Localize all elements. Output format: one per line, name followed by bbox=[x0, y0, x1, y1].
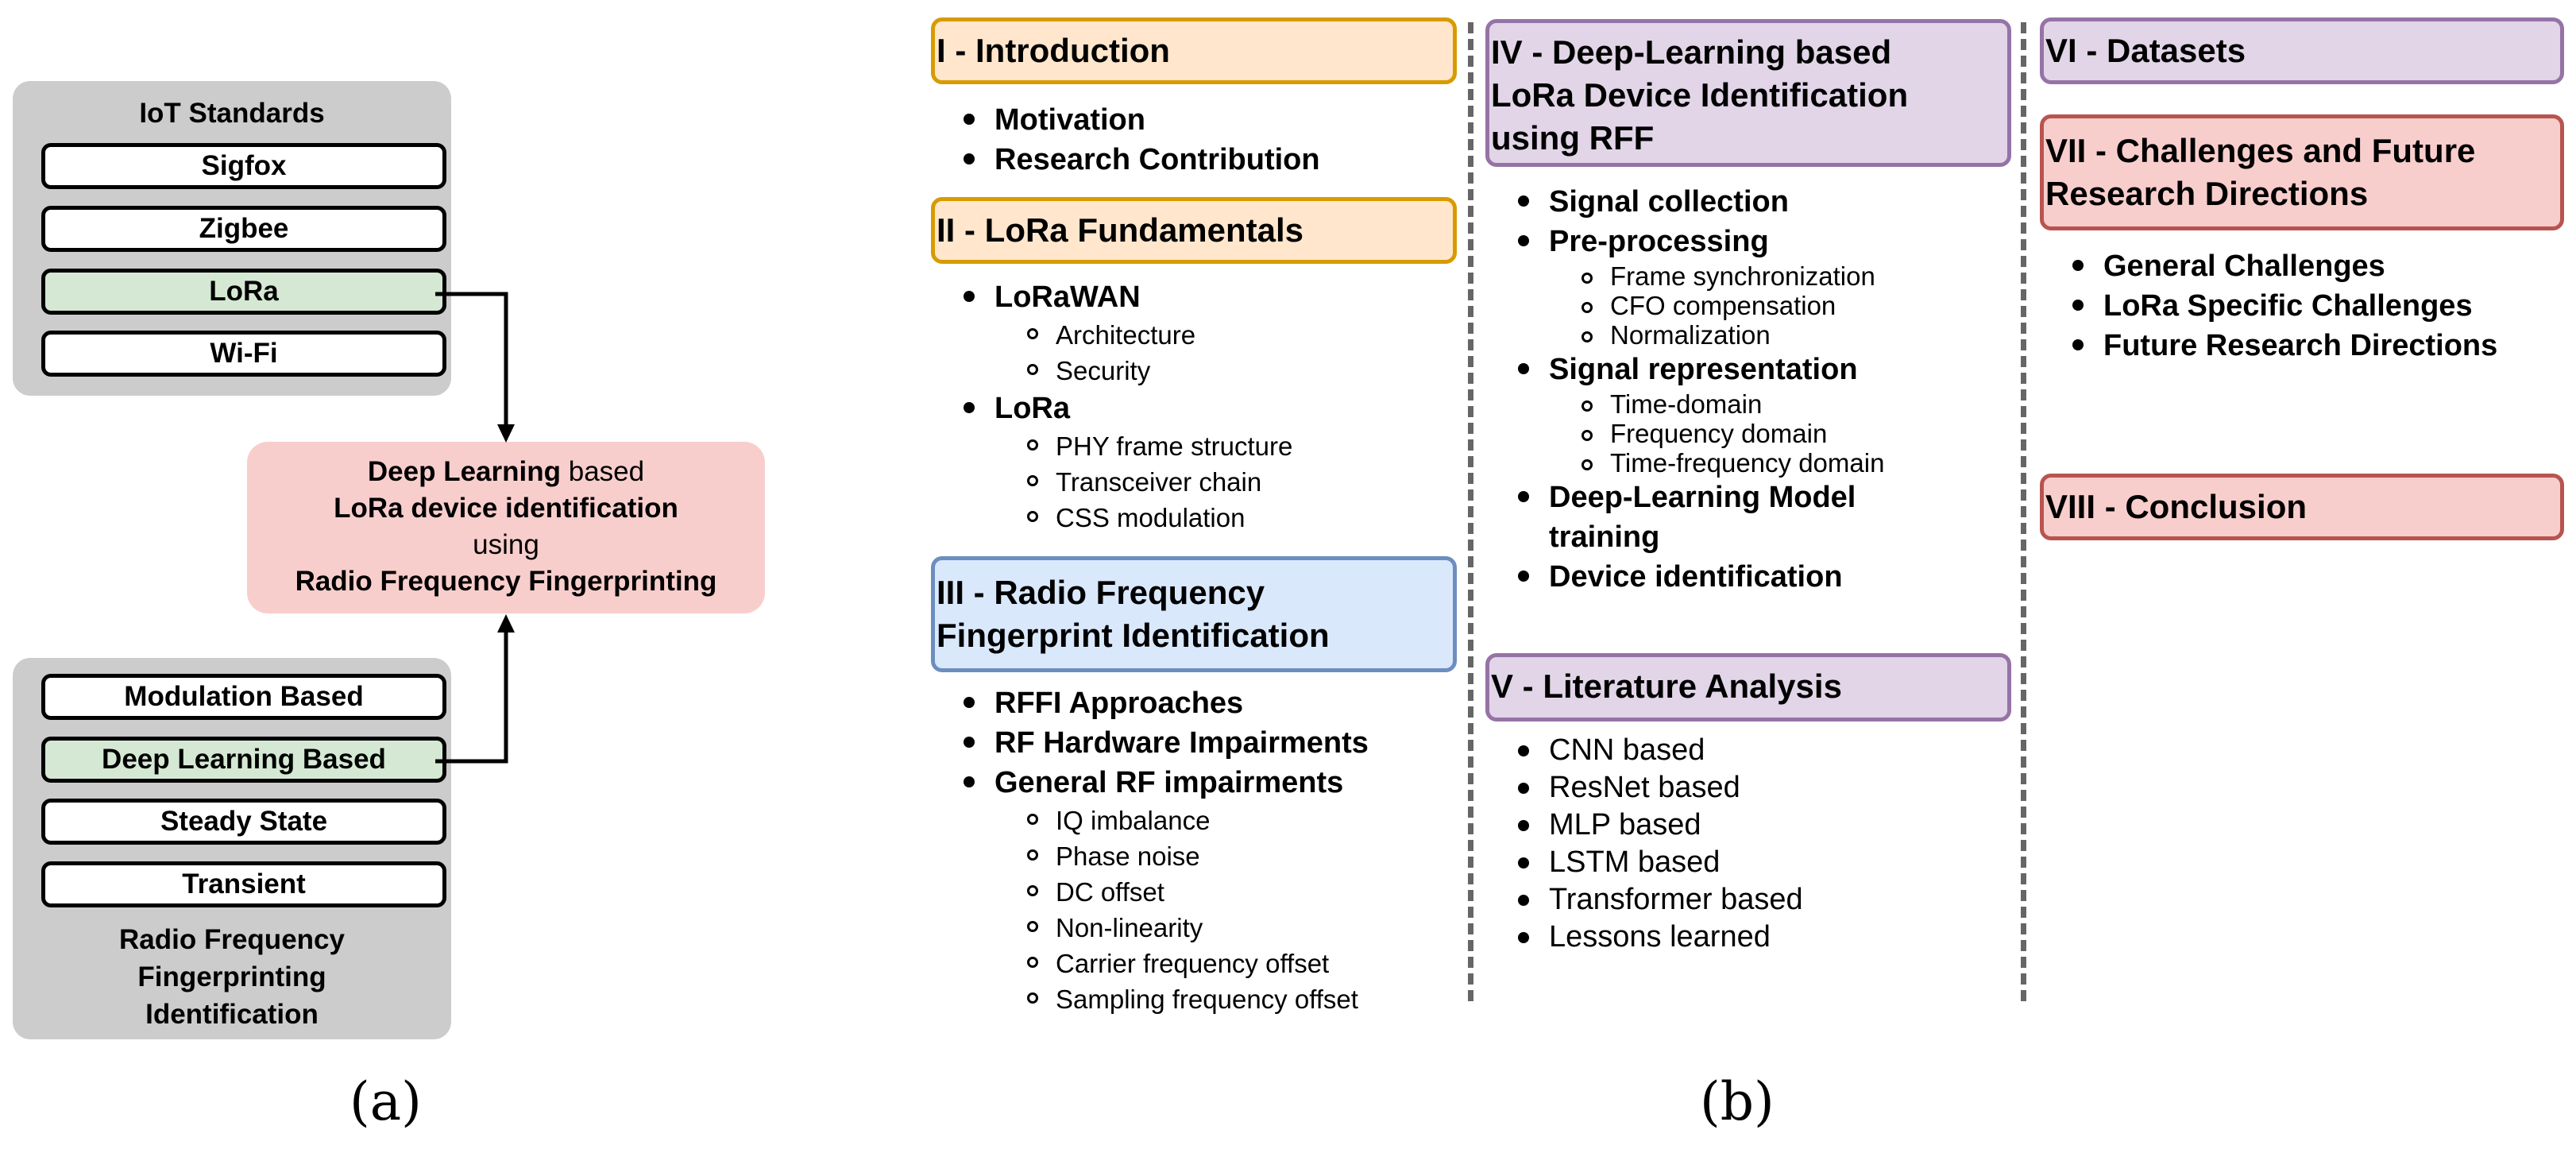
s1-item-research-contribution: Research Contribution bbox=[931, 140, 1320, 180]
rffi-title-line-3: Identification bbox=[145, 999, 319, 1030]
section-2-list: LoRaWAN Architecture Security LoRa PHY f… bbox=[931, 277, 1292, 536]
section-5-literature-analysis: V - Literature Analysis bbox=[1485, 653, 2011, 722]
s3-sub-carrier-freq-offset: Carrier frequency offset bbox=[931, 946, 1369, 981]
s4-sub-time-domain: Time-domain bbox=[1485, 389, 1884, 419]
column-divider-1 bbox=[1468, 22, 1473, 1001]
s7-item-future-directions: Future Research Directions bbox=[2040, 326, 2497, 366]
s5-item-lstm: LSTM based bbox=[1485, 844, 1803, 881]
s5-item-cnn: CNN based bbox=[1485, 732, 1803, 769]
s1-item-motivation: Motivation bbox=[931, 100, 1320, 140]
iot-item-wifi: Wi-Fi bbox=[41, 331, 446, 377]
center-line-2: LoRa device identification bbox=[334, 493, 678, 524]
center-line-1-bold: Deep Learning bbox=[367, 456, 561, 487]
s2-sub-transceiver: Transceiver chain bbox=[931, 464, 1292, 500]
s3-item-general-rf: General RF impairments bbox=[931, 763, 1369, 803]
s3-title-line-1: III - Radio Frequency bbox=[937, 574, 1265, 611]
rffi-title-line-2: Fingerprinting bbox=[137, 961, 326, 992]
s3-sub-phase-noise: Phase noise bbox=[931, 838, 1369, 874]
iot-standards-title: IoT Standards bbox=[139, 98, 325, 129]
s7-item-lora-specific: LoRa Specific Challenges bbox=[2040, 286, 2497, 326]
s4-sub-normalization: Normalization bbox=[1485, 320, 1884, 350]
section-3-list: RFFI Approaches RF Hardware Impairments … bbox=[931, 683, 1369, 1017]
s7-title-line-1: VII - Challenges and Future bbox=[2045, 132, 2476, 169]
s4-item-signal-collection: Signal collection bbox=[1485, 182, 1884, 222]
s3-sub-non-linearity: Non-linearity bbox=[931, 910, 1369, 946]
section-7-list: General Challenges LoRa Specific Challen… bbox=[2040, 246, 2497, 366]
s4-title-line-2: LoRa Device Identification bbox=[1491, 76, 1909, 114]
s3-item-rffi-approaches: RFFI Approaches bbox=[931, 683, 1369, 723]
section-5-list: CNN based ResNet based MLP based LSTM ba… bbox=[1485, 732, 1803, 956]
s2-sub-phy-frame: PHY frame structure bbox=[931, 428, 1292, 464]
section-1-introduction: I - Introduction bbox=[931, 17, 1457, 84]
s4-sub-frequency-domain: Frequency domain bbox=[1485, 419, 1884, 448]
s2-sub-security: Security bbox=[931, 353, 1292, 389]
s2-item-lorawan: LoRaWAN bbox=[931, 277, 1292, 317]
s2-sub-css-modulation: CSS modulation bbox=[931, 500, 1292, 536]
rffi-item-deep-learning: Deep Learning Based bbox=[41, 737, 446, 783]
section-2-lora-fundamentals: II - LoRa Fundamentals bbox=[931, 197, 1457, 264]
s5-item-lessons-learned: Lessons learned bbox=[1485, 919, 1803, 956]
center-line-1-rest: based bbox=[561, 456, 645, 487]
caption-b: (b) bbox=[1700, 1071, 1775, 1132]
s3-title-line-2: Fingerprint Identification bbox=[937, 617, 1330, 654]
section-4-list: Signal collection Pre-processing Frame s… bbox=[1485, 182, 1884, 597]
iot-standards-group: IoT Standards Sigfox Zigbee LoRa Wi-Fi bbox=[13, 81, 451, 396]
rffi-title-line-1: Radio Frequency bbox=[119, 924, 345, 955]
column-divider-2 bbox=[2021, 22, 2026, 1001]
s4-item-device-identification: Device identification bbox=[1485, 557, 1884, 597]
arrowhead-up bbox=[497, 614, 515, 633]
s4-item-model-training-line-1: Deep-Learning Model bbox=[1549, 481, 1856, 514]
arrow-deep-learning-to-center bbox=[435, 629, 508, 764]
s4-item-signal-representation: Signal representation bbox=[1485, 350, 1884, 389]
section-1-list: Motivation Research Contribution bbox=[931, 100, 1320, 180]
deep-learning-lora-identification-box: Deep Learning based LoRa device identifi… bbox=[247, 442, 765, 613]
rffi-item-modulation: Modulation Based bbox=[41, 674, 446, 720]
center-line-4: Radio Frequency Fingerprinting bbox=[295, 566, 717, 597]
arrow-lora-to-center bbox=[435, 292, 508, 427]
s7-item-general-challenges: General Challenges bbox=[2040, 246, 2497, 286]
s4-sub-time-frequency: Time-frequency domain bbox=[1485, 448, 1884, 478]
s4-item-pre-processing: Pre-processing bbox=[1485, 222, 1884, 261]
s4-title-line-3: using RFF bbox=[1491, 119, 1655, 157]
s5-item-resnet: ResNet based bbox=[1485, 769, 1803, 807]
section-8-conclusion: VIII - Conclusion bbox=[2040, 474, 2564, 540]
s2-item-lora: LoRa bbox=[931, 389, 1292, 428]
s3-item-rf-hardware: RF Hardware Impairments bbox=[931, 723, 1369, 763]
rffi-item-steady-state: Steady State bbox=[41, 799, 446, 845]
s4-item-model-training-line-2: training bbox=[1549, 520, 1660, 554]
s4-item-model-training: Deep-Learning Model training bbox=[1485, 478, 1884, 557]
s4-sub-frame-sync: Frame synchronization bbox=[1485, 261, 1884, 291]
s7-title-line-2: Research Directions bbox=[2045, 175, 2369, 212]
s3-sub-iq-imbalance: IQ imbalance bbox=[931, 803, 1369, 838]
s4-title-line-1: IV - Deep-Learning based bbox=[1491, 33, 1892, 71]
center-line-1: Deep Learning based bbox=[247, 454, 765, 490]
s3-sub-sampling-freq-offset: Sampling frequency offset bbox=[931, 981, 1369, 1017]
s5-item-transformer: Transformer based bbox=[1485, 881, 1803, 919]
section-3-rf-fingerprint-identification: III - Radio Frequency Fingerprint Identi… bbox=[931, 556, 1457, 672]
iot-item-zigbee: Zigbee bbox=[41, 206, 446, 252]
section-4-deep-learning-identification: IV - Deep-Learning based LoRa Device Ide… bbox=[1485, 19, 2011, 167]
s2-sub-architecture: Architecture bbox=[931, 317, 1292, 353]
section-7-challenges: VII - Challenges and Future Research Dir… bbox=[2040, 114, 2564, 230]
rffi-item-transient: Transient bbox=[41, 861, 446, 907]
s5-item-mlp: MLP based bbox=[1485, 807, 1803, 844]
s3-sub-dc-offset: DC offset bbox=[931, 874, 1369, 910]
s4-sub-cfo: CFO compensation bbox=[1485, 291, 1884, 320]
arrowhead-down bbox=[497, 424, 515, 443]
center-line-3: using bbox=[473, 529, 539, 560]
rffi-group: Modulation Based Deep Learning Based Ste… bbox=[13, 658, 451, 1039]
iot-item-sigfox: Sigfox bbox=[41, 143, 446, 189]
section-6-datasets: VI - Datasets bbox=[2040, 17, 2564, 84]
caption-a: (a) bbox=[350, 1071, 422, 1132]
iot-item-lora: LoRa bbox=[41, 269, 446, 315]
